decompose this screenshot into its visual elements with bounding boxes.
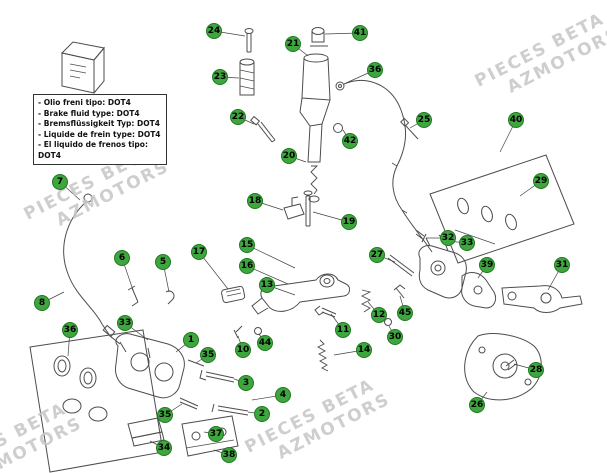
part-callout-13[interactable]: 13 (259, 277, 275, 293)
part-callout-33[interactable]: 33 (117, 315, 133, 331)
bracket-31-drawing (501, 285, 583, 313)
info-line-italian: - Olio freni tipo: DOT4 (38, 98, 131, 107)
master-cylinder-drawing (299, 27, 331, 203)
bracket-18-19-drawing (283, 190, 313, 227)
bolt-24-drawing (244, 28, 254, 53)
part-callout-16[interactable]: 16 (239, 258, 255, 274)
front-brake-hose-drawing (63, 193, 121, 345)
pedal-rubber-17-drawing (221, 285, 246, 304)
part-callout-15[interactable]: 15 (239, 237, 255, 253)
clip-10-drawing (233, 325, 243, 339)
part-callout-27[interactable]: 27 (369, 247, 385, 263)
info-line-french: - Liquide de frein type: DOT4 (38, 129, 161, 139)
part-callout-4[interactable]: 4 (275, 387, 291, 403)
bolt-28-drawing (505, 359, 517, 371)
banjo-36-drawing (335, 81, 345, 91)
clamp-5-drawing (165, 290, 175, 305)
disc-guard-26-drawing (464, 333, 542, 401)
bolt-25-drawing (400, 117, 419, 140)
rod-27-drawing (387, 254, 415, 277)
part-callout-12[interactable]: 12 (371, 307, 387, 323)
part-callout-18[interactable]: 18 (247, 193, 263, 209)
bolt-6-drawing (127, 285, 139, 307)
part-callout-25[interactable]: 25 (416, 112, 432, 128)
part-callout-22[interactable]: 22 (230, 109, 246, 125)
piston-kit-29-drawing (429, 154, 575, 264)
part-callout-29[interactable]: 29 (533, 173, 549, 189)
part-callout-31[interactable]: 31 (554, 257, 570, 273)
part-callout-1[interactable]: 1 (183, 332, 199, 348)
part-callout-30[interactable]: 30 (387, 329, 403, 345)
part-callout-35[interactable]: 35 (157, 407, 173, 423)
bolt-11-drawing (314, 305, 337, 318)
part-callout-26[interactable]: 26 (469, 397, 485, 413)
spring-12-drawing (360, 289, 372, 313)
part-callout-21[interactable]: 21 (285, 36, 301, 52)
part-callout-33[interactable]: 33 (459, 235, 475, 251)
part-callout-36[interactable]: 36 (367, 62, 383, 78)
part-callout-37[interactable]: 37 (208, 426, 224, 442)
part-callout-17[interactable]: 17 (191, 244, 207, 260)
part-callout-19[interactable]: 19 (341, 214, 357, 230)
front-caliper-frame (29, 329, 164, 473)
filter-23-drawing (239, 58, 255, 96)
part-callout-34[interactable]: 34 (156, 440, 172, 456)
bolt-2-drawing (211, 403, 249, 416)
part-callout-23[interactable]: 23 (212, 69, 228, 85)
part-callout-10[interactable]: 10 (235, 342, 251, 358)
part-callout-44[interactable]: 44 (257, 335, 273, 351)
bolt-3-drawing (199, 369, 235, 383)
part-callout-28[interactable]: 28 (528, 362, 544, 378)
washer-44-drawing (254, 327, 262, 335)
washer-42-drawing (333, 123, 343, 133)
part-callout-41[interactable]: 41 (352, 25, 368, 41)
part-callout-8[interactable]: 8 (34, 295, 50, 311)
part-callout-42[interactable]: 42 (342, 133, 358, 149)
info-line-german: - Bremsflüssigkeit Typ: DOT4 (38, 119, 160, 128)
info-line-english: - Brake fluid type: DOT4 (38, 108, 140, 118)
part-callout-14[interactable]: 14 (356, 342, 372, 358)
part-callout-11[interactable]: 11 (335, 322, 351, 338)
leader-line-15 (246, 244, 296, 269)
part-callout-20[interactable]: 20 (281, 148, 297, 164)
oil-container-drawing (60, 41, 105, 94)
part-callout-3[interactable]: 3 (238, 375, 254, 391)
bolt-22-drawing (250, 115, 276, 143)
rear-brake-hose-drawing (343, 79, 433, 253)
part-callout-39[interactable]: 39 (479, 257, 495, 273)
spring-14-drawing (317, 339, 329, 372)
part-callout-36[interactable]: 36 (62, 322, 78, 338)
part-callout-6[interactable]: 6 (114, 250, 130, 266)
front-caliper-drawing (115, 333, 185, 399)
bolt-45-drawing (393, 284, 406, 299)
info-line-spanish: - El liquido de frenos tipo: DOT4 (38, 140, 148, 160)
part-callout-2[interactable]: 2 (254, 406, 270, 422)
washer-30-drawing (384, 318, 392, 326)
brake-fluid-info-box: - Olio freni tipo: DOT4 - Brake fluid ty… (33, 94, 167, 165)
part-callout-40[interactable]: 40 (508, 112, 524, 128)
part-callout-5[interactable]: 5 (155, 254, 171, 270)
part-callout-32[interactable]: 32 (440, 230, 456, 246)
part-callout-35[interactable]: 35 (200, 347, 216, 363)
bolt-32-drawing (415, 229, 427, 243)
pin-35-drawing (179, 397, 199, 410)
part-callout-7[interactable]: 7 (52, 174, 68, 190)
part-callout-38[interactable]: 38 (221, 447, 237, 463)
part-callout-24[interactable]: 24 (206, 23, 222, 39)
piston-36-drawing (53, 355, 108, 422)
caliper-carrier-39-drawing (461, 272, 497, 309)
part-callout-45[interactable]: 45 (397, 305, 413, 321)
